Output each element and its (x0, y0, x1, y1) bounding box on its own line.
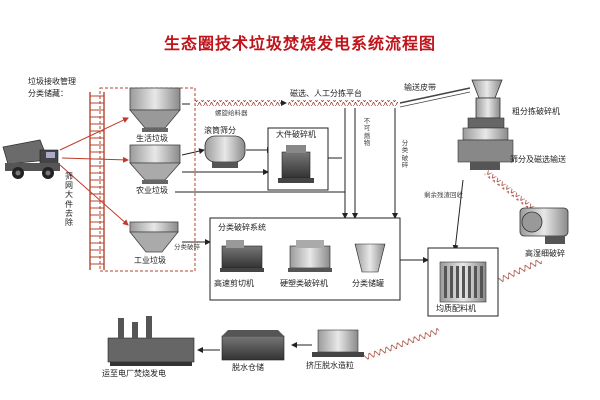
classified-storage-icon (354, 243, 386, 273)
high-wet-crusher-icon (519, 207, 569, 244)
extrusion-dewater-label: 挤压脱水造粒 (306, 361, 354, 370)
magnetic-sorting-platform-icon (288, 100, 398, 106)
conveyor-belt-icon (399, 87, 471, 104)
extrusion-dewater-icon (312, 329, 364, 357)
coarse-crusher-label: 粗分拣破碎机 (512, 107, 560, 116)
agricultural-waste-hopper-icon (129, 144, 181, 184)
mixer-bar (480, 266, 483, 298)
classify-crush-small-label: 分类破碎 (174, 243, 200, 251)
high-wet-crusher-label: 高湿细破碎 (525, 249, 565, 258)
drum-screen-icon (204, 135, 246, 168)
dump-truck-icon (2, 139, 60, 179)
flow-arrow (59, 117, 129, 151)
screw-feeder-icon (195, 100, 280, 106)
conveyor-belt-label: 输送皮带 (404, 83, 436, 92)
high-speed-shear-icon (220, 240, 264, 272)
domestic-waste-hopper-icon (129, 87, 181, 132)
large-crusher-icon (278, 145, 314, 183)
screen-vertical-label: 筛网大件去除 (65, 172, 73, 227)
magnetic-platform-label: 磁选、人工分拣平台 (290, 89, 362, 98)
agricultural-waste-label: 农业垃圾 (136, 186, 168, 195)
classified-storage-label: 分类储罐 (352, 279, 384, 288)
mixer-bar (456, 266, 459, 298)
mixer-bar (462, 266, 465, 298)
hard-plastic-crusher-label: 硬塑类破碎机 (280, 279, 328, 288)
mixer-bar (468, 266, 471, 298)
industrial-waste-label: 工业垃圾 (134, 256, 166, 265)
domestic-waste-label: 生活垃圾 (136, 134, 168, 143)
mixer-bar (444, 266, 447, 298)
flow-arrow (59, 164, 129, 226)
screw-feeder-label: 螺旋给料器 (215, 109, 248, 117)
screen-magnetic-conveyor-icon (484, 170, 536, 212)
screen-net-ladder (89, 92, 105, 270)
homogenizer-label: 均质配料机 (436, 304, 476, 313)
large-crusher-label: 大件破碎机 (276, 130, 316, 139)
mixer-bar (450, 266, 453, 298)
classified-crush-label: 分类破碎 (401, 139, 409, 170)
homogenizer-mixer-icon (439, 261, 487, 303)
reception-label: 垃圾接收管理 (28, 77, 76, 86)
screen-magnetic-label: 筛分及磁选输送 (510, 155, 566, 164)
drum-screen-label: 滚筒筛分 (204, 126, 236, 135)
industrial-waste-hopper-icon (129, 221, 179, 253)
power-plant-label: 运至电厂焚烧发电 (102, 369, 166, 378)
dewater-storage-icon (221, 330, 285, 361)
extrusion-conveyor-icon (362, 327, 441, 361)
sorting-system-label: 分类破碎系统 (218, 223, 266, 232)
high-speed-shear-label: 高速剪切机 (214, 279, 254, 288)
residue-recycle-label: 剩余残渣回收 (424, 191, 463, 199)
sorting-storage-label: 分类储藏： (28, 89, 68, 98)
power-plant-icon (107, 316, 195, 366)
dewater-storage-label: 脱水仓储 (232, 363, 264, 372)
hard-plastic-crusher-icon (288, 240, 332, 272)
mixer-bar (474, 266, 477, 298)
hazard-sort-label: 不可燃物 (363, 117, 371, 148)
diagram-title: 生态圈技术垃圾焚烧发电系统流程图 (163, 34, 436, 53)
coarse-crusher-icon (457, 79, 514, 170)
